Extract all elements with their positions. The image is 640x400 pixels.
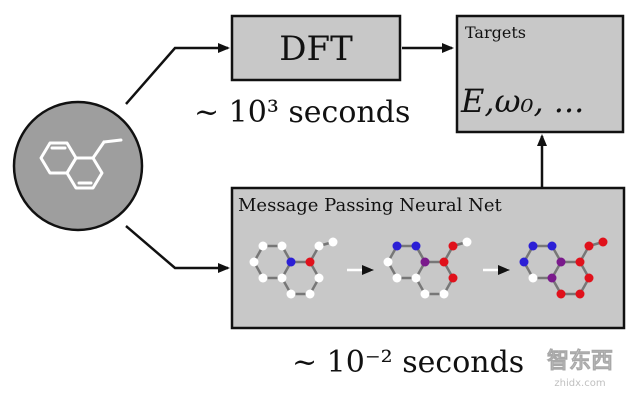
arrow-molecule-to-dft xyxy=(125,43,230,105)
targets-content: E,ω₀, ... xyxy=(460,82,584,120)
arrows xyxy=(125,43,547,273)
targets-title: Targets xyxy=(465,23,526,42)
dft-label: DFT xyxy=(279,29,353,69)
mpnn-node: Message Passing Neural Net xyxy=(230,186,626,330)
molecule-structure-icon xyxy=(39,138,123,190)
targets-node: Targets E,ω₀, ... xyxy=(455,14,625,134)
mpnn-title: Message Passing Neural Net xyxy=(238,195,503,216)
targets-box xyxy=(455,14,625,134)
molecule-graph-1 xyxy=(249,237,338,299)
watermark-text: 智东西 xyxy=(547,348,613,374)
watermark: 智东西 zhidx.com xyxy=(547,348,614,389)
molecule-graph-2 xyxy=(383,237,472,299)
molecule-node xyxy=(12,100,144,232)
dft-node: DFT xyxy=(230,14,402,82)
molecule-circle xyxy=(12,100,144,232)
dft-box xyxy=(230,14,402,82)
arrow-molecule-to-mpnn xyxy=(125,225,230,273)
watermark-subtext: zhidx.com xyxy=(554,378,605,389)
mpnn-time-label: ~ 10⁻² seconds xyxy=(292,345,524,380)
molecule-graph-3 xyxy=(519,237,608,299)
dft-time-label: ~ 10³ seconds xyxy=(194,95,410,130)
